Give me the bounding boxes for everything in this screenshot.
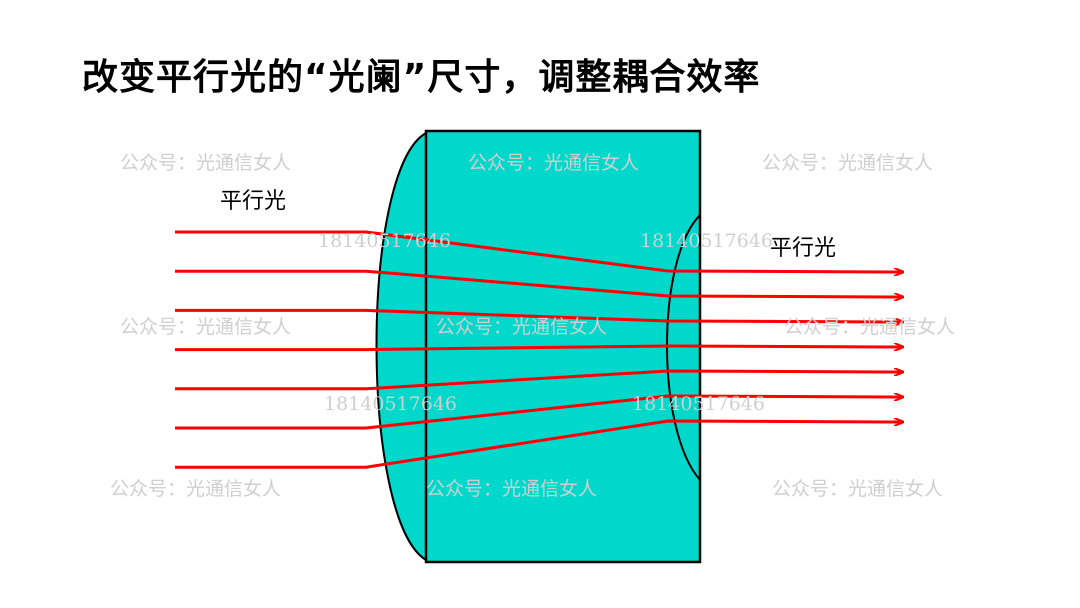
watermark: 公众号：光通信女人 xyxy=(426,478,598,500)
watermark: 公众号：光通信女人 xyxy=(436,316,608,338)
input-beam-label: 平行光 xyxy=(220,189,287,214)
watermark: 公众号：光通信女人 xyxy=(110,478,282,500)
watermark: 公众号：光通信女人 xyxy=(120,316,292,338)
watermark: 18140517646 xyxy=(640,230,773,252)
watermark: 公众号：光通信女人 xyxy=(468,152,640,174)
watermark: 18140517646 xyxy=(318,230,451,252)
watermark: 公众号：光通信女人 xyxy=(120,152,292,174)
light-ray xyxy=(175,269,903,297)
light-ray xyxy=(175,371,903,391)
watermark: 公众号：光通信女人 xyxy=(772,478,944,500)
light-ray xyxy=(175,230,903,272)
light-ray xyxy=(175,396,903,430)
watermark: 公众号：光通信女人 xyxy=(762,152,934,174)
page-title: 改变平行光的“光阑”尺寸，调整耦合效率 xyxy=(82,57,761,98)
watermark: 公众号：光通信女人 xyxy=(784,316,956,338)
light-rays xyxy=(175,230,903,469)
light-ray xyxy=(175,421,903,469)
light-ray xyxy=(175,346,903,352)
light-ray xyxy=(175,308,903,322)
watermark: 18140517646 xyxy=(632,393,765,415)
left-convex-lens xyxy=(375,131,427,562)
output-beam-label: 平行光 xyxy=(770,236,837,261)
watermark: 18140517646 xyxy=(324,393,457,415)
